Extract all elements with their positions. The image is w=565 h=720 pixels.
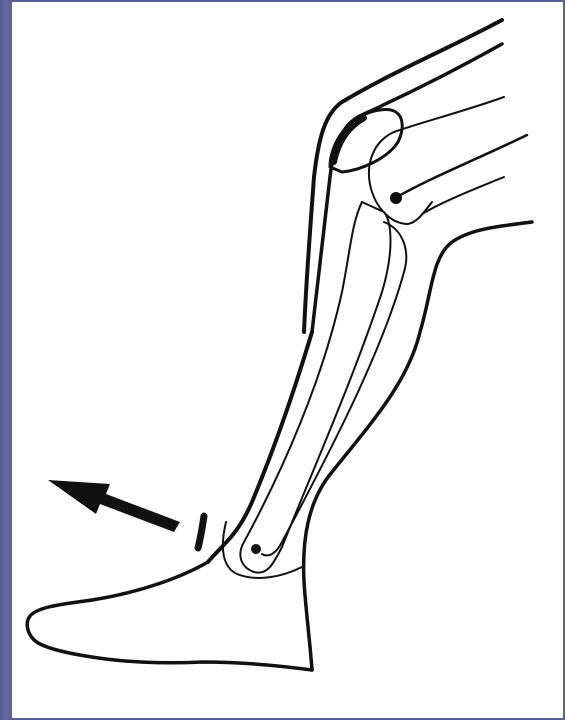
calf-back-line: [304, 222, 532, 670]
shin-front-line: [208, 332, 312, 562]
femur-line-2: [422, 177, 504, 214]
diagram-canvas: [12, 2, 563, 718]
thigh-outer-line: [304, 20, 502, 332]
fibula-bone: [262, 222, 406, 556]
femur-line-1: [394, 97, 504, 132]
thigh-inner-line: [312, 44, 502, 332]
tibia-bone: [240, 202, 390, 573]
ankle-marker: [251, 544, 261, 554]
heel-contact-mark: [198, 516, 204, 548]
leg-diagram: [12, 2, 563, 718]
tendon-arrow-point: [390, 192, 402, 204]
motion-arrow: [48, 480, 180, 532]
tendon-arrow-line: [397, 135, 527, 197]
